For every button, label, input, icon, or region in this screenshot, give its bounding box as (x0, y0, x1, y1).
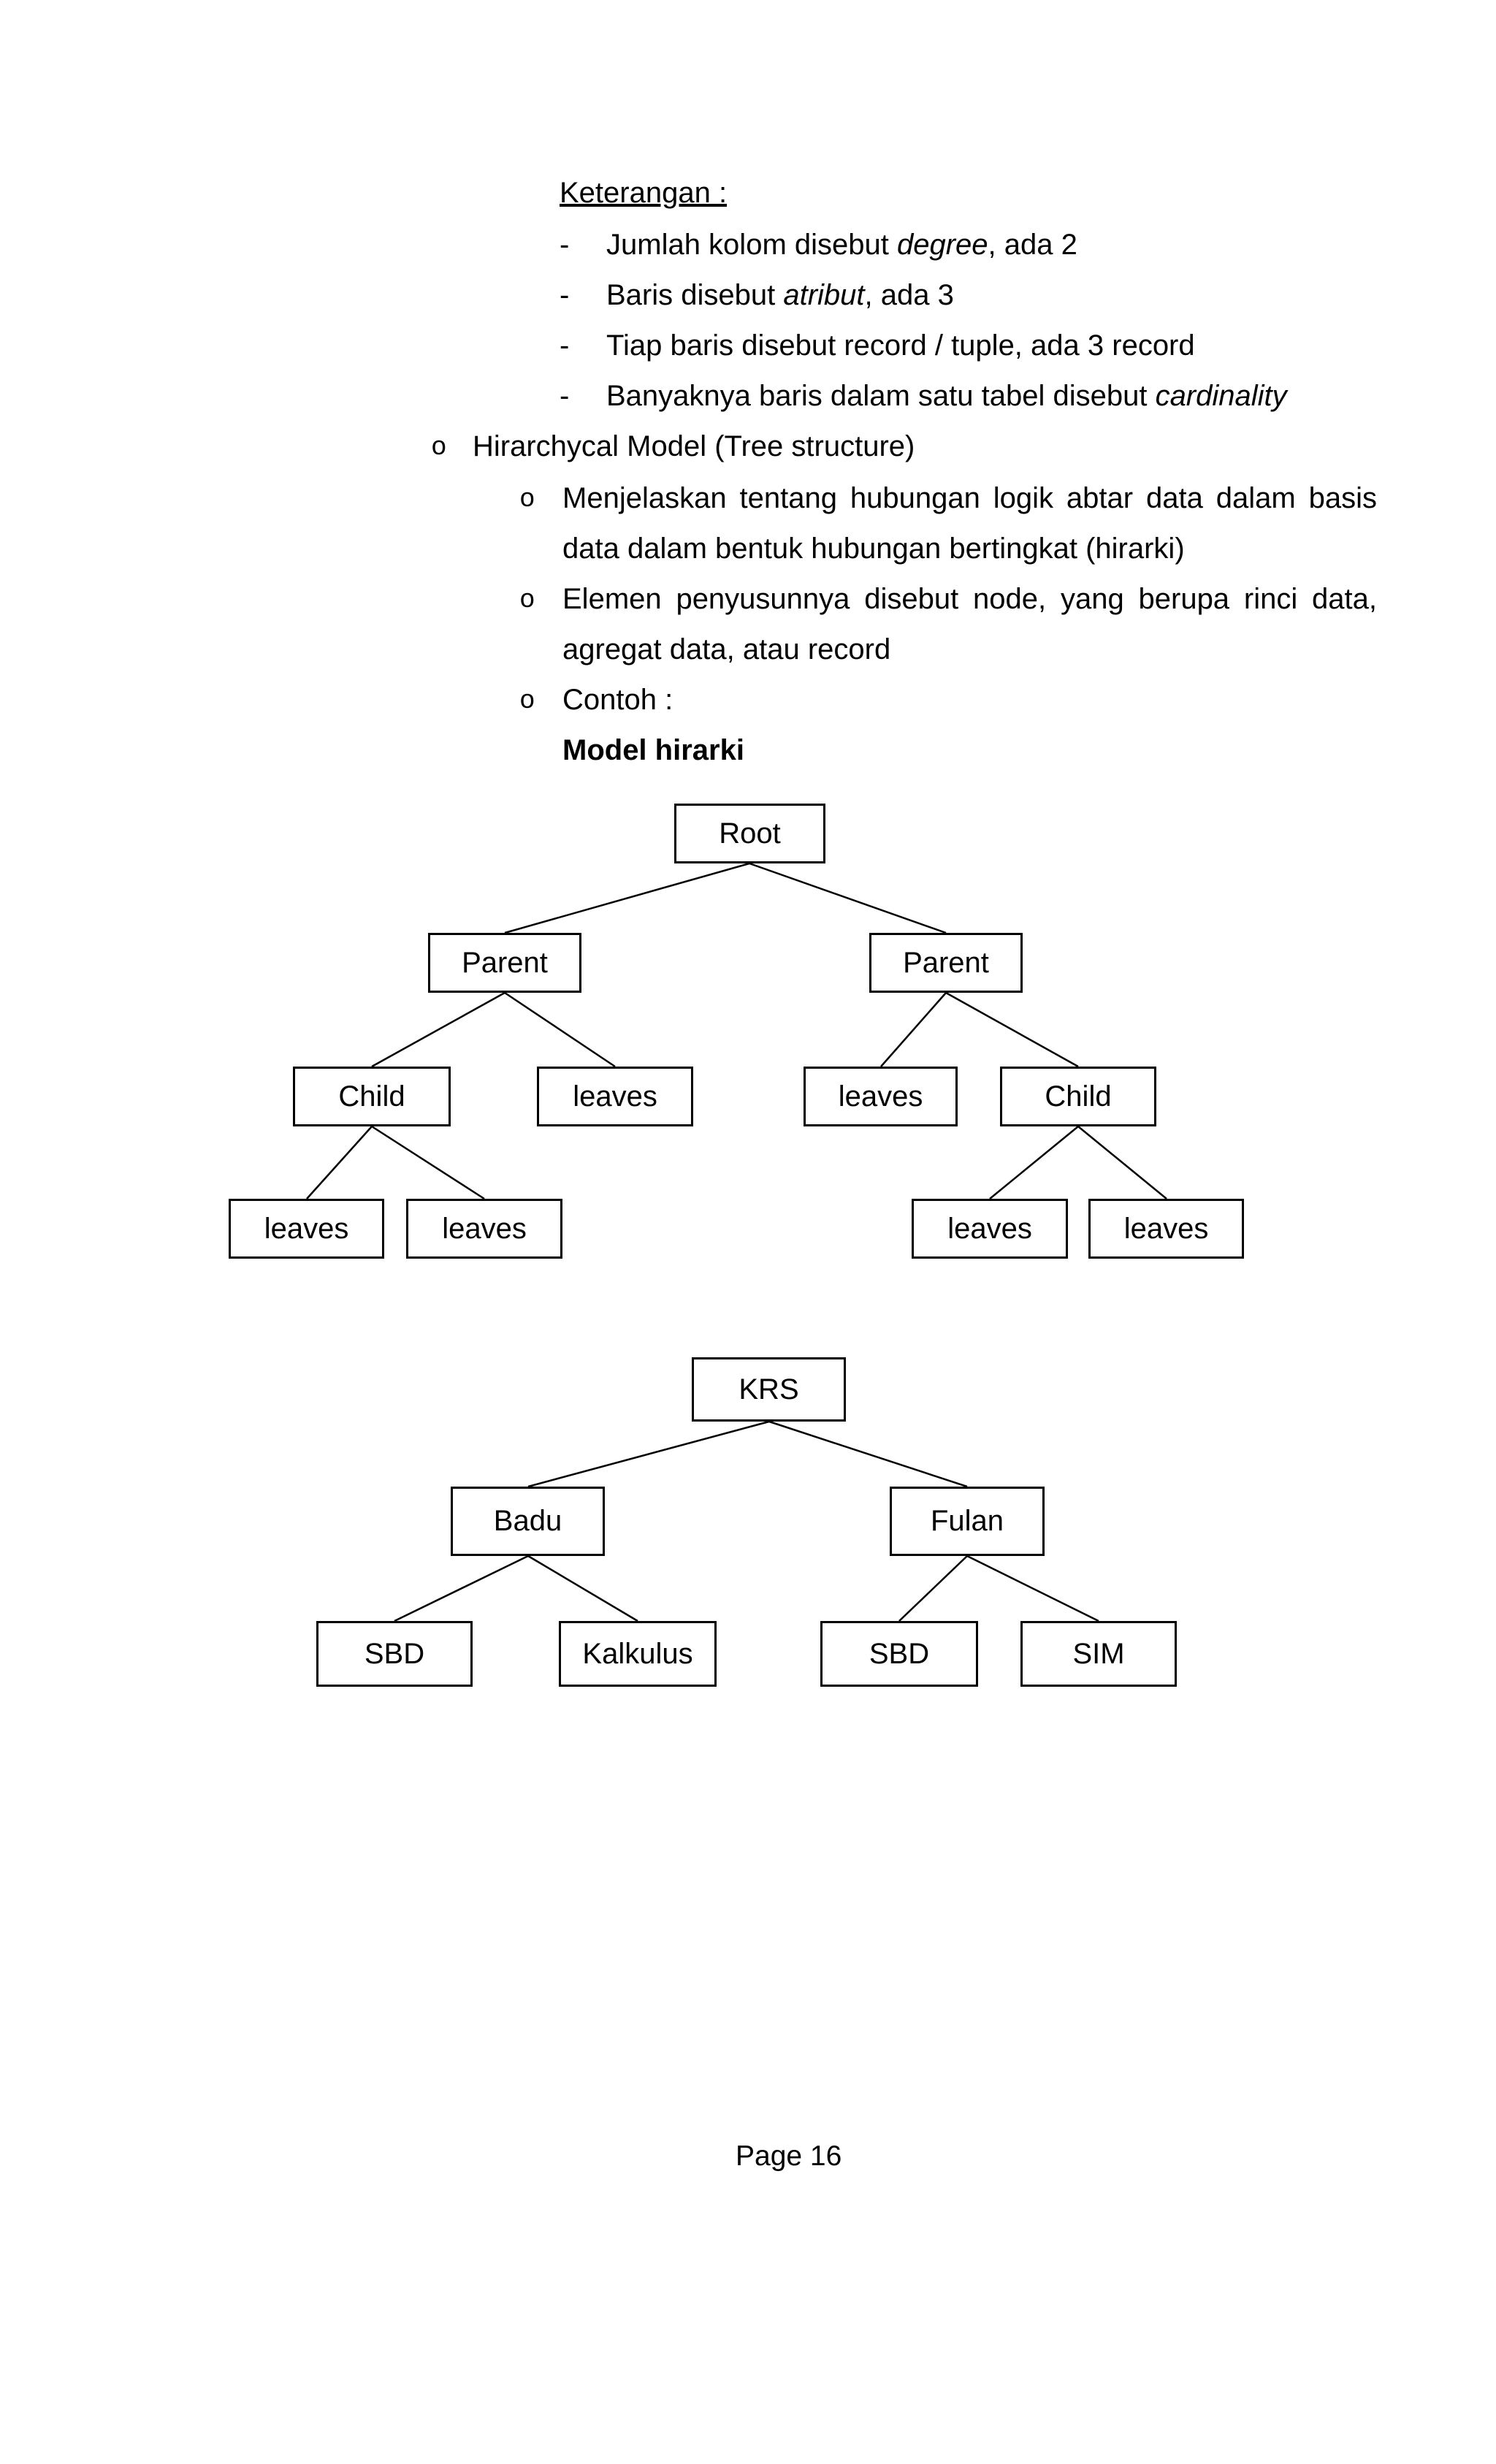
section-heading: Keterangan : (560, 177, 728, 209)
dash-item: - Banyaknya baris dalam satu tabel disebu… (560, 379, 1287, 413)
diagram-title: Model hirarki (562, 734, 744, 766)
dash-item-text-pre: Baris disebut (606, 279, 784, 311)
tree-node-leaves: leaves (804, 1067, 958, 1126)
tree-node-child-right: Child (1000, 1067, 1156, 1126)
circle-bullet-marker: o (519, 484, 535, 514)
dash-item-text-italic: degree (896, 229, 988, 261)
tree-node-badu: Badu (451, 1487, 605, 1556)
bullet-level2-line: Menjelaskan tentang hubungan logik abtar… (562, 482, 1377, 514)
tree-edge (371, 1125, 485, 1200)
dash-bullet-marker: - (560, 380, 570, 412)
tree-node-leaves: leaves (229, 1199, 384, 1259)
bullet-level2-line: Contoh : (562, 684, 673, 716)
dash-item: - Jumlah kolom disebut degree, ada 2 (560, 228, 1077, 262)
tree-edge (898, 1555, 968, 1622)
dash-item-text-post: , ada 3 (864, 279, 954, 311)
tree-edge (989, 1126, 1079, 1199)
tree-node-child-left: Child (293, 1067, 451, 1126)
tree-edge (527, 1420, 770, 1488)
circle-bullet-marker: o (519, 585, 535, 615)
tree-edge (504, 862, 750, 934)
tree1-edges (306, 862, 1167, 1200)
tree-edge (394, 1555, 529, 1622)
tree-edge (1077, 1126, 1167, 1199)
tree-node-sbd-right: SBD (820, 1621, 978, 1687)
tree-node-krs: KRS (692, 1357, 846, 1422)
tree-edge (880, 992, 947, 1067)
tree-node-kalkulus: Kalkulus (559, 1621, 717, 1687)
tree-node-sbd-left: SBD (316, 1621, 473, 1687)
tree-node-leaves: leaves (1088, 1199, 1244, 1259)
bullet-level2-line: data dalam bentuk hubungan bertingkat (h… (562, 533, 1185, 565)
dash-item-text-italic: atribut (783, 279, 865, 311)
bullet-level1-text: Hirarchycal Model (Tree structure) (473, 430, 915, 462)
dash-item-text-italic: cardinality (1155, 380, 1287, 412)
dash-item: - Tiap baris disebut record / tuple, ada … (560, 329, 1195, 363)
dash-item-text-post: , ada 2 (988, 229, 1077, 261)
tree-node-root: Root (674, 804, 825, 863)
tree-node-fulan: Fulan (890, 1487, 1045, 1556)
dash-item-text-pre: Tiap baris disebut record / tuple, ada 3… (606, 329, 1195, 362)
bullet-level2-line: Elemen penyusunnya disebut node, yang be… (562, 583, 1377, 615)
dash-bullet-marker: - (560, 229, 570, 261)
dash-item-text-pre: Banyaknya baris dalam satu tabel disebut (606, 380, 1156, 412)
page-number: Page 16 (736, 2140, 842, 2172)
circle-bullet-marker: o (431, 432, 447, 462)
tree-node-leaves: leaves (406, 1199, 562, 1259)
dash-item: - Baris disebut atribut, ada 3 (560, 278, 954, 313)
tree-edge (945, 991, 1079, 1068)
tree-edge (306, 1126, 373, 1199)
dash-item-text-pre: Jumlah kolom disebut (606, 229, 897, 261)
dash-bullet-marker: - (560, 279, 570, 311)
tree-node-parent-left: Parent (428, 933, 581, 993)
tree-edge (966, 1555, 1099, 1622)
tree-node-leaves: leaves (912, 1199, 1068, 1259)
tree-node-sim: SIM (1020, 1621, 1177, 1687)
tree-node-leaves: leaves (537, 1067, 693, 1126)
tree-edge (371, 991, 505, 1068)
tree-edge (527, 1555, 638, 1622)
tree-edge (768, 1420, 968, 1488)
dash-bullet-marker: - (560, 329, 570, 362)
tree-edge (749, 862, 947, 934)
tree-edge (504, 991, 616, 1068)
circle-bullet-marker: o (519, 686, 535, 716)
bullet-level2-line: agregat data, atau record (562, 633, 891, 665)
tree-node-parent-right: Parent (869, 933, 1023, 993)
